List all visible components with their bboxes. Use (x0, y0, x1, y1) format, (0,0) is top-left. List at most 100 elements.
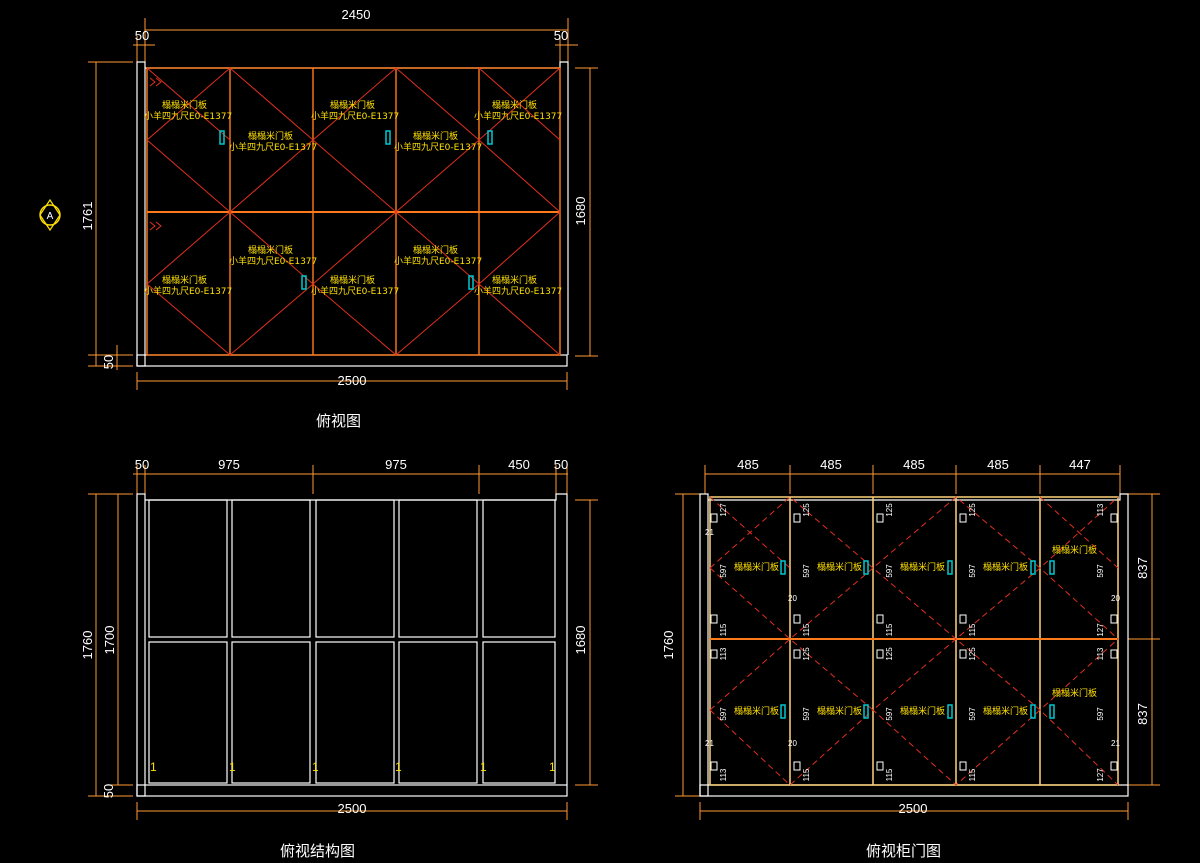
post-mark: 1 (150, 760, 157, 774)
handle-icon (863, 560, 869, 575)
hinge-icon (793, 761, 801, 771)
hinge-icon (876, 649, 884, 659)
hinge-icon (793, 513, 801, 523)
post-mark: 1 (480, 760, 487, 774)
door-spec-label: 小羊四九尺E0-E1377 (144, 285, 232, 297)
small-dim: 113 (1096, 647, 1105, 660)
handle-icon (468, 275, 474, 290)
door-spec-label: 小羊四九尺E0-E1377 (394, 255, 482, 267)
dim-right-height: 1680 (573, 626, 588, 655)
handle-icon (1049, 704, 1055, 719)
dim-outer-height: 1760 (80, 631, 95, 660)
handle-icon (1030, 704, 1036, 719)
door-name-label: 榻榻米门板 (817, 561, 862, 573)
door-spec-label: 小羊四九尺E0-E1377 (474, 110, 562, 122)
door-name-label: 榻榻米门板 (900, 561, 945, 573)
door-name-label: 榻榻米门板 (492, 99, 537, 111)
dim-bottom-left: 50 (101, 784, 116, 798)
handle-icon (219, 130, 225, 145)
dim-door-3: 485 (903, 457, 925, 472)
dim-inner-height: 1700 (102, 626, 117, 655)
small-dim: 21 (705, 528, 714, 537)
hinge-icon (959, 761, 967, 771)
section-mark[interactable]: A (39, 198, 61, 232)
small-dim: 597 (719, 564, 728, 578)
dim-m2: 50 (554, 457, 568, 472)
small-dim: 21 (1111, 739, 1120, 748)
hinge-icon (1110, 513, 1118, 523)
small-dim: 597 (968, 707, 977, 721)
hinge-icon (959, 649, 967, 659)
small-dim: 597 (885, 707, 894, 721)
small-dim: 597 (802, 707, 811, 721)
door-spec-label: 小羊四九尺E0-E1377 (229, 141, 317, 153)
structure-view-dimension-lines (88, 465, 598, 820)
door-view-hinges (710, 513, 1118, 771)
dim-left-height: 1760 (661, 631, 676, 660)
door-name-label: 榻榻米门板 (983, 561, 1028, 573)
small-dim: 597 (885, 564, 894, 578)
door-view-door-labels: 榻榻米门板 榻榻米门板 榻榻米门板 榻榻米门板 榻榻米门板 榻榻米门板 榻榻米门… (734, 544, 1097, 717)
small-dim: 115 (968, 623, 977, 636)
hinge-icon (959, 614, 967, 624)
dim-left-margin: 50 (135, 28, 149, 43)
hinge-icon (1110, 614, 1118, 624)
door-spec-label: 小羊四九尺E0-E1377 (474, 285, 562, 297)
small-dim: 113 (719, 647, 728, 660)
top-view-diagonals (146, 67, 561, 356)
dim-top-total: 2450 (342, 7, 371, 22)
small-dim: 597 (1096, 564, 1105, 578)
dim-right-margin: 50 (554, 28, 568, 43)
hinge-icon (710, 513, 718, 523)
small-dim: 113 (719, 768, 728, 781)
post-mark: 1 (312, 760, 319, 774)
dim-w1: 975 (218, 457, 240, 472)
door-name-label: 榻榻米门板 (734, 705, 779, 717)
section-mark-label: A (47, 211, 54, 222)
door-view-frame (699, 493, 1129, 797)
top-view-door-labels: 榻榻米门板 小羊四九尺E0-E1377 榻榻米门板 小羊四九尺E0-E1377 … (144, 99, 562, 297)
top-view-handles (219, 130, 493, 290)
door-view: 榻榻米门板 榻榻米门板 榻榻米门板 榻榻米门板 榻榻米门板 榻榻米门板 榻榻米门… (661, 457, 1160, 860)
dim-bottom-left: 50 (101, 355, 116, 369)
top-view: 榻榻米门板 小羊四九尺E0-E1377 榻榻米门板 小羊四九尺E0-E1377 … (39, 7, 598, 430)
small-dim: 115 (802, 623, 811, 636)
dim-right-bottom: 837 (1135, 703, 1150, 725)
dim-right-height: 1680 (573, 197, 588, 226)
handle-icon (1049, 560, 1055, 575)
door-view-dimension-lines (675, 465, 1160, 820)
dim-bottom-total: 2500 (338, 373, 367, 388)
hinge-icon (876, 614, 884, 624)
door-view-diagonals (709, 496, 1119, 786)
small-dim: 127 (1096, 623, 1105, 637)
dim-door-5: 447 (1069, 457, 1091, 472)
hinge-icon (1110, 649, 1118, 659)
door-name-label: 榻榻米门板 (330, 99, 375, 111)
door-name-label: 榻榻米门板 (817, 705, 862, 717)
post-mark: 1 (549, 760, 556, 774)
door-view-panels (709, 496, 1119, 786)
handle-icon (780, 560, 786, 575)
hinge-icon (710, 649, 718, 659)
structure-view-title: 俯视结构图 (280, 842, 355, 860)
dim-door-1: 485 (737, 457, 759, 472)
door-spec-label: 小羊四九尺E0-E1377 (394, 141, 482, 153)
top-view-dimension-lines (88, 18, 598, 390)
small-dim: 21 (705, 739, 714, 748)
small-dim: 20 (788, 594, 797, 603)
dim-w3: 450 (508, 457, 530, 472)
small-dim: 127 (719, 503, 728, 517)
door-view-handles (780, 560, 1055, 719)
small-dim: 113 (1096, 503, 1105, 516)
door-name-label: 榻榻米门板 (1052, 687, 1097, 699)
dim-bottom-total: 2500 (899, 801, 928, 816)
small-dim: 127 (1096, 768, 1105, 782)
dim-bottom-total: 2500 (338, 801, 367, 816)
hinge-icon (876, 513, 884, 523)
door-name-label: 榻榻米门板 (413, 130, 458, 142)
dim-door-4: 485 (987, 457, 1009, 472)
small-dim: 597 (1096, 707, 1105, 721)
door-name-label: 榻榻米门板 (162, 274, 207, 286)
structure-view-post-marks: 1 1 1 1 1 1 (150, 760, 556, 774)
